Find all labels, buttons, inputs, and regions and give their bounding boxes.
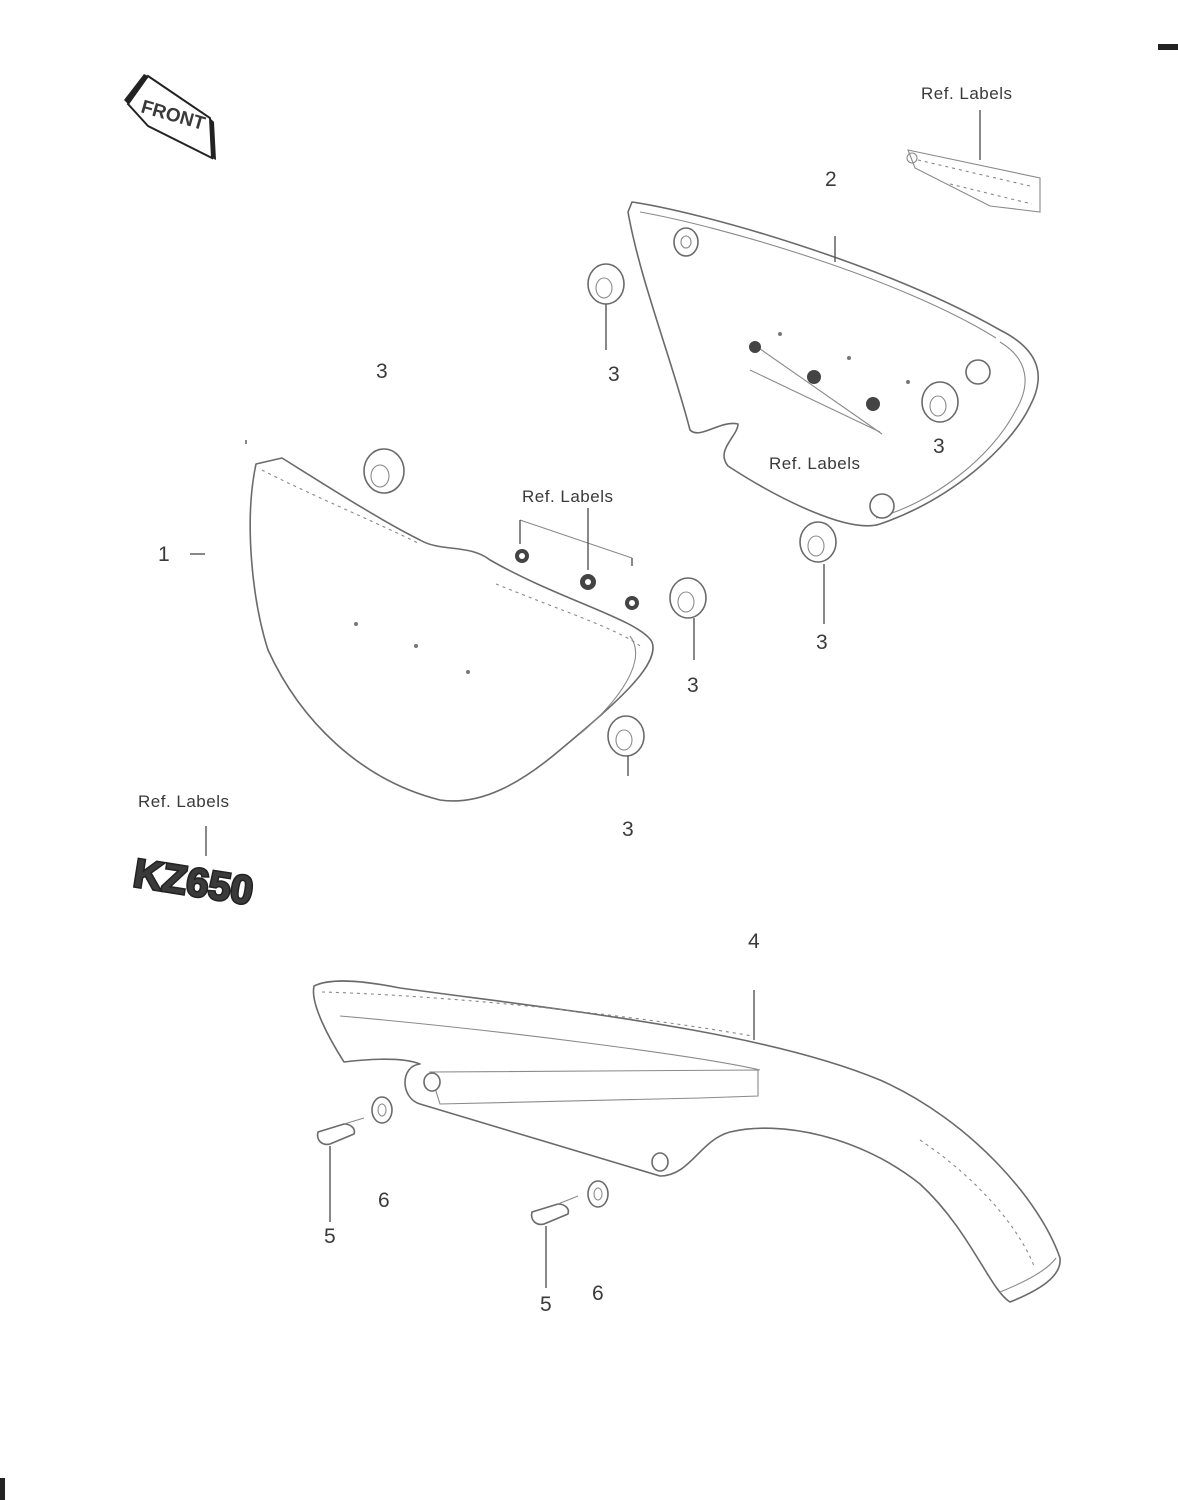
grommet: 3: [799, 521, 837, 654]
callout-part-1: 1: [158, 543, 170, 566]
model-emblem: Ref. Labels KZ650: [129, 792, 257, 915]
front-emblem: FRONT: [124, 74, 216, 160]
bolt: 5: [530, 1195, 579, 1316]
washer: 6: [371, 1096, 393, 1212]
side-cover-right: 2 Ref. Labels: [627, 168, 1039, 527]
ref-label-left-cover: Ref. Labels: [515, 487, 639, 610]
grommet: 3: [587, 263, 625, 386]
ref-label-emblem-text: Ref. Labels: [138, 792, 230, 811]
chain-guard: 4: [312, 930, 1061, 1303]
washer: 6: [587, 1180, 609, 1305]
callout-part-3-f: 3: [622, 818, 634, 841]
callout-part-3-c: 3: [816, 631, 828, 654]
callout-part-6-a: 6: [378, 1189, 390, 1212]
callout-part-3-e: 3: [687, 674, 699, 697]
side-cover-left: 1: [158, 440, 654, 802]
corner-mark: [0, 1478, 5, 1500]
callout-part-2: 2: [825, 168, 837, 191]
ref-label-top-right: Ref. Labels: [906, 84, 1041, 213]
model-emblem-text: KZ650: [131, 851, 256, 913]
callout-part-5-a: 5: [324, 1225, 336, 1248]
callout-part-3-a: 3: [608, 363, 620, 386]
ref-label-right-cover-text: Ref. Labels: [769, 454, 861, 473]
grommet: 3: [363, 360, 405, 494]
callout-part-5-b: 5: [540, 1293, 552, 1316]
ref-label-top-right-text: Ref. Labels: [921, 84, 1013, 103]
grommet: 3: [921, 381, 959, 458]
callout-part-6-b: 6: [592, 1282, 604, 1305]
callout-part-3-d: 3: [376, 360, 388, 383]
corner-mark: [1158, 44, 1178, 50]
grommet: 3: [607, 715, 645, 841]
callout-part-3-b: 3: [933, 435, 945, 458]
ref-label-left-cover-text: Ref. Labels: [522, 487, 614, 506]
callout-part-4: 4: [748, 930, 760, 953]
grommet: 3: [669, 577, 707, 697]
bolt: 5: [316, 1117, 365, 1248]
